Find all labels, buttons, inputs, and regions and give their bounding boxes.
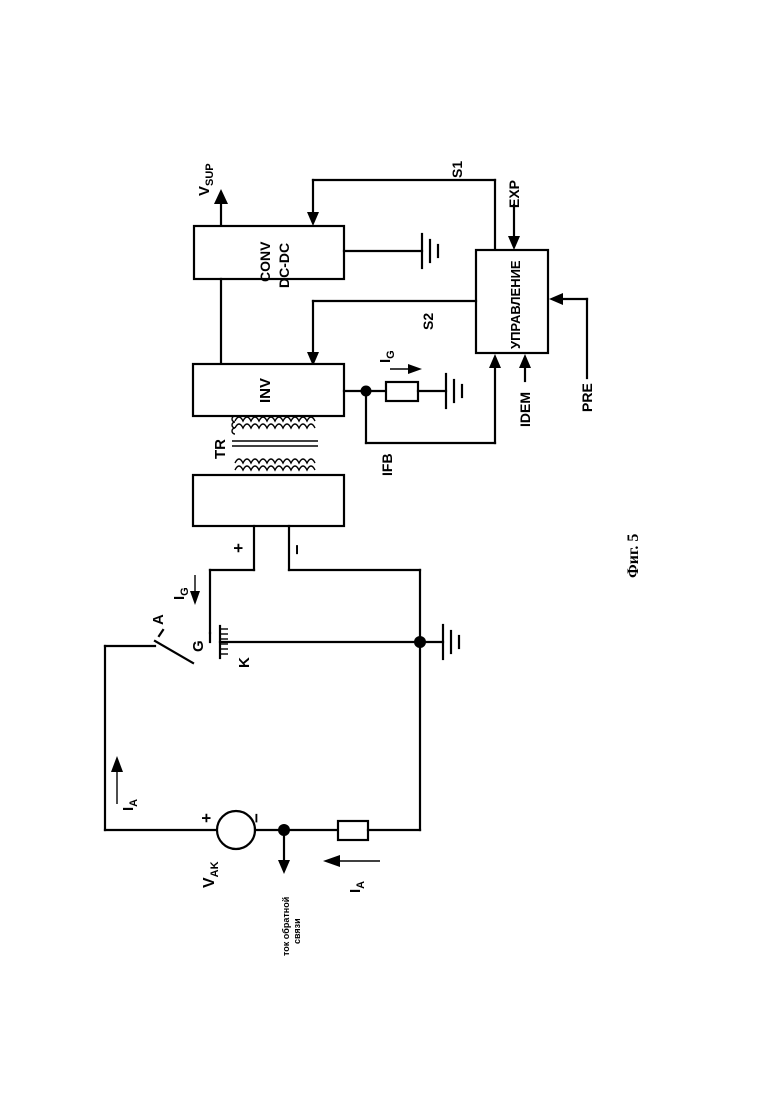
minus-secondary-label: − [287, 544, 307, 555]
vak-label: VAK [201, 861, 221, 888]
ig-top-label: IG [377, 350, 397, 363]
s1-label: S1 [449, 161, 465, 178]
main-ground [414, 570, 459, 830]
conv-label: CONV [257, 241, 273, 282]
gate-current-sense: IG [344, 350, 462, 408]
voltage-source: + − VAK [197, 811, 266, 888]
pre-input: PRE [549, 293, 595, 412]
ig-left-arrow: IG [171, 575, 200, 605]
ig-left-label: IG [171, 587, 191, 600]
cathode-label: K [236, 657, 253, 668]
anode-wire: IA [105, 646, 215, 830]
feedback-current-label-line2: связи [292, 918, 302, 944]
secondary-output: + − [210, 526, 420, 570]
control-label: УПРАВЛЕНИЕ [508, 260, 523, 349]
figure-caption: Фиг. 5 [625, 534, 642, 578]
exp-label: EXP [506, 180, 522, 208]
idem-label: IDEM [517, 392, 533, 427]
inv-label: INV [257, 378, 274, 403]
idem-input: IDEM [517, 354, 533, 427]
anode-label: A [150, 614, 167, 625]
plus-secondary-label: + [229, 543, 248, 553]
tr-label: TR [212, 439, 229, 459]
sense-resistor [386, 382, 418, 401]
load-resistor [338, 821, 368, 840]
ifb-feedback: IFB [366, 354, 501, 476]
ia-bottom-label: IA [347, 881, 367, 893]
exp-input: EXP [506, 180, 522, 250]
vsup-output: VSUP [196, 163, 228, 226]
transformer: TR [212, 416, 318, 470]
gate-label: G [190, 640, 207, 652]
ifb-label: IFB [379, 453, 395, 476]
pre-label: PRE [579, 383, 595, 412]
thyristor: A G K [150, 570, 420, 668]
source-plus-label: + [197, 813, 216, 823]
source-minus-label: − [247, 813, 266, 823]
rectifier-block [193, 475, 344, 526]
conv-ground [344, 234, 438, 268]
return-wire: IA [255, 821, 420, 893]
s2-label: S2 [420, 313, 436, 330]
vsup-label: VSUP [196, 163, 216, 196]
feedback-current-label-line1: ток обратной [281, 897, 291, 956]
dc-dc-label: DC-DC [276, 243, 292, 288]
ia-top-label: IA [120, 799, 140, 811]
